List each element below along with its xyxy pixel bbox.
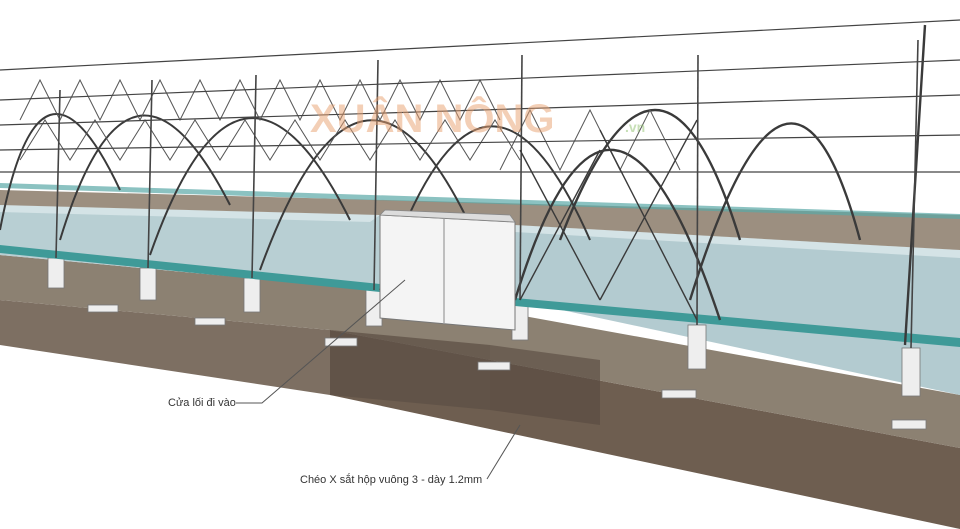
cross-brace-icon	[519, 119, 698, 321]
ground	[0, 255, 960, 529]
posts	[55, 39, 919, 349]
watermark: XUÂN NÔNG .vn	[310, 95, 645, 141]
watermark-text: XUÂN NÔNG	[310, 95, 554, 141]
rails	[0, 183, 960, 347]
leader-lines	[236, 279, 521, 480]
entrance-callout: Cửa lối đi vào	[168, 397, 236, 409]
entrance-door	[379, 209, 516, 331]
brace-callout: Chéo X sắt hộp vuông 3 - dày 1.2mm	[300, 474, 483, 486]
watermark-suffix: .vn	[625, 119, 645, 135]
purlins	[0, 19, 960, 173]
water-basin-right	[515, 225, 960, 395]
truss-lattice	[19, 78, 681, 172]
water-basin-left	[0, 205, 380, 290]
footings	[47, 257, 927, 430]
